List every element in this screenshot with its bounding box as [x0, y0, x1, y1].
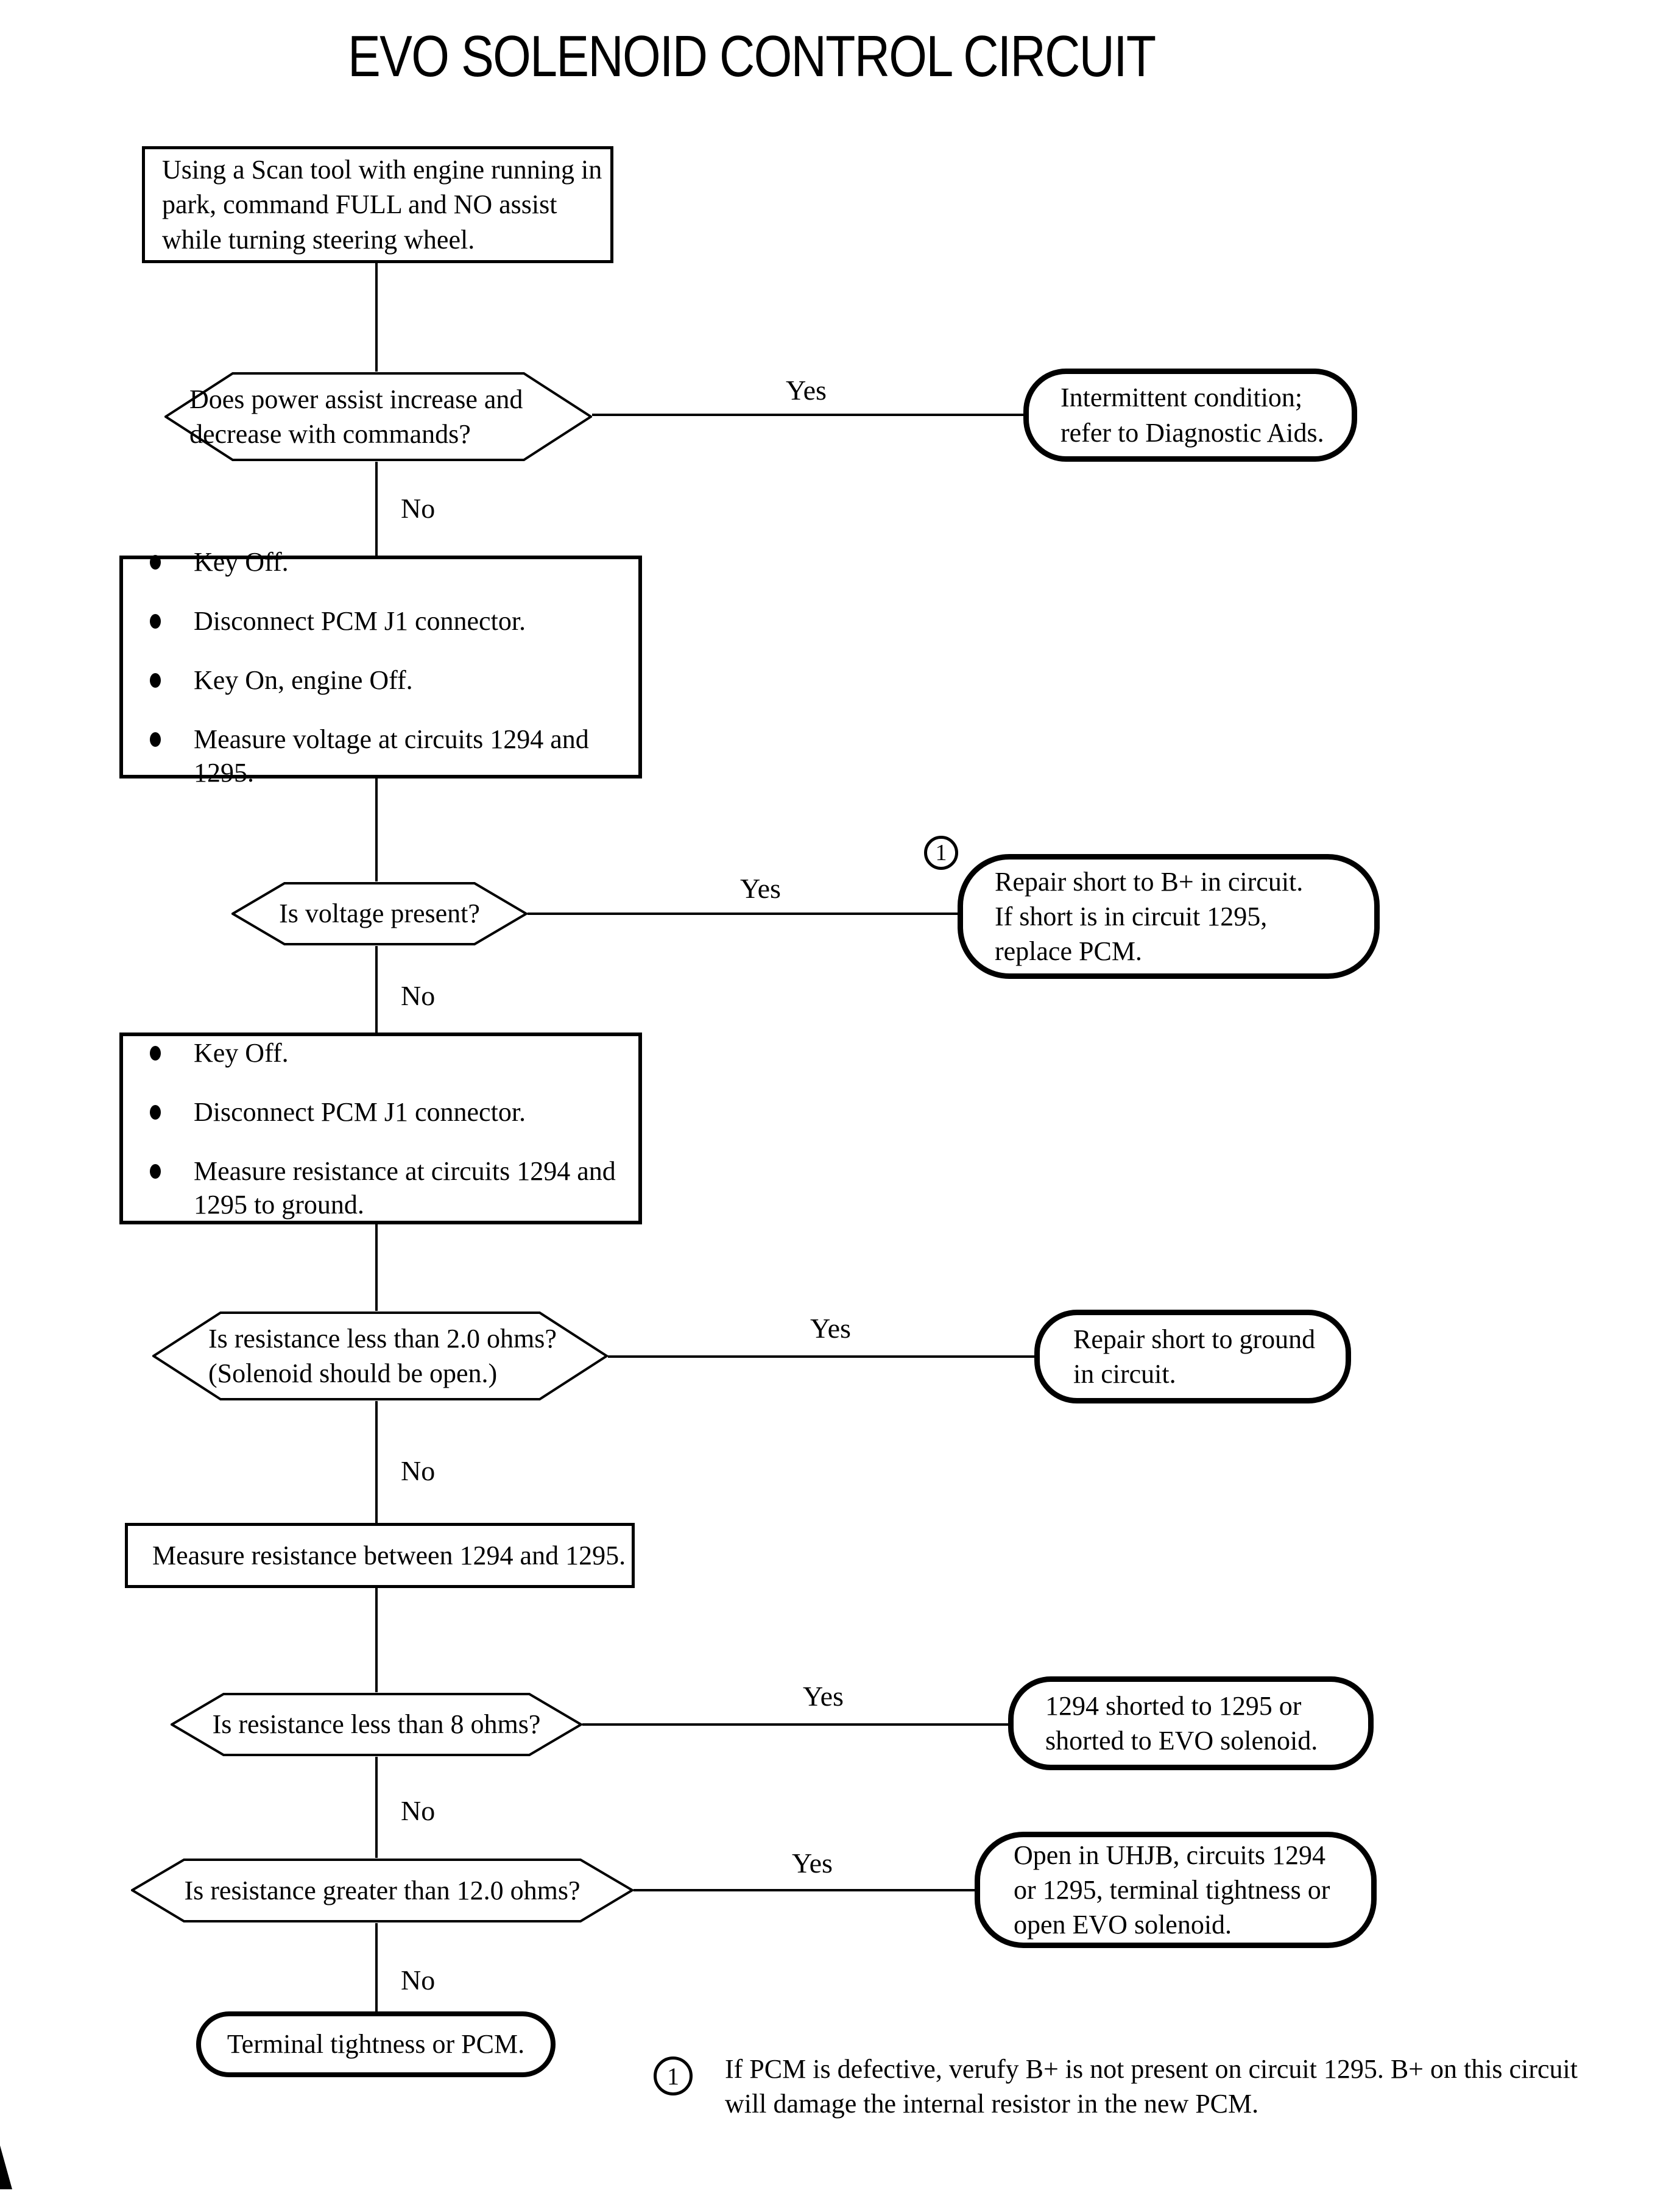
decision-resistance-2-ohms: Is resistance less than 2.0 ohms? (Solen…: [152, 1311, 608, 1401]
connector-line: [592, 414, 1023, 416]
list-item: Key Off.: [150, 545, 626, 579]
bullet-icon: [150, 1045, 161, 1061]
connector-line: [375, 778, 378, 881]
decision-resistance-2-ohms-text: Is resistance less than 2.0 ohms? (Solen…: [208, 1323, 557, 1388]
yes-label: Yes: [786, 375, 827, 406]
no-label: No: [401, 1455, 436, 1486]
connector-line: [375, 1757, 378, 1858]
result-terminal-tightness: Terminal tightness or PCM.: [196, 2011, 556, 2077]
steps-resistance-box: Key Off. Disconnect PCM J1 connector. Me…: [119, 1033, 642, 1224]
list-item: Disconnect PCM J1 connector.: [150, 604, 626, 638]
result-repair-short-ground-text: Repair short to ground in circuit.: [1073, 1324, 1316, 1389]
decision-voltage: Is voltage present?: [231, 881, 528, 946]
yes-label: Yes: [803, 1681, 844, 1712]
step-text: Disconnect PCM J1 connector.: [194, 605, 526, 636]
connector-line: [375, 462, 378, 556]
hexagon-outline: [164, 372, 592, 461]
result-intermittent-text: Intermittent condition; refer to Diagnos…: [1061, 383, 1324, 448]
bullet-icon: [150, 732, 161, 747]
list-item: Key Off.: [150, 1036, 626, 1070]
result-intermittent: Intermittent condition; refer to Diagnos…: [1023, 369, 1357, 462]
connector-line: [375, 1224, 378, 1311]
step-text: Disconnect PCM J1 connector.: [194, 1096, 526, 1127]
step-text: Measure voltage at circuits 1294 and 129…: [194, 724, 589, 788]
list-item: Measure voltage at circuits 1294 and 129…: [150, 722, 626, 789]
connector-line: [608, 1355, 1034, 1358]
result-open-uhjb: Open in UHJB, circuits 1294 or 1295, ter…: [975, 1832, 1377, 1948]
decision-power-assist: Does power assist increase and decrease …: [164, 372, 592, 462]
result-open-uhjb-text: Open in UHJB, circuits 1294 or 1295, ter…: [1014, 1840, 1330, 1940]
list-item: Measure resistance at circuits 1294 and …: [150, 1154, 626, 1221]
list-item: Disconnect PCM J1 connector.: [150, 1095, 626, 1129]
decision-resistance-8-ohms: Is resistance less than 8 ohms?: [171, 1692, 582, 1757]
step-text: Key On, engine Off.: [194, 665, 413, 695]
footnote-text: If PCM is defective, verufy B+ is not pr…: [725, 2054, 1578, 2119]
decision-power-assist-text: Does power assist increase and decrease …: [189, 384, 523, 449]
connector-line: [528, 913, 958, 915]
step-text: Key Off.: [194, 1037, 289, 1068]
ref-1-badge: 1: [924, 836, 958, 870]
no-label: No: [401, 1795, 436, 1826]
result-repair-short-ground: Repair short to ground in circuit.: [1034, 1310, 1351, 1403]
no-label: No: [401, 493, 436, 524]
hexagon-outline: [131, 1859, 634, 1922]
no-label: No: [401, 980, 436, 1011]
yes-label: Yes: [740, 873, 781, 904]
connector-line: [375, 1588, 378, 1692]
connector-line: [634, 1889, 975, 1891]
page-title: EVO SOLENOID CONTROL CIRCUIT: [348, 24, 1156, 89]
hexagon-outline: [152, 1312, 608, 1400]
measure-between-box: Measure resistance between 1294 and 1295…: [125, 1523, 635, 1588]
decision-resistance-12-ohms: Is resistance greater than 12.0 ohms?: [131, 1858, 634, 1923]
connector-line: [582, 1723, 1011, 1726]
result-repair-short-b-plus: Repair short to B+ in circuit. If short …: [958, 854, 1380, 979]
ref-1-badge: 1: [654, 2056, 693, 2095]
step-text: Measure resistance at circuits 1294 and …: [194, 1156, 616, 1220]
no-label: No: [401, 1965, 436, 1996]
start-box: Using a Scan tool with engine running in…: [142, 146, 613, 263]
yes-label: Yes: [810, 1313, 851, 1344]
decision-resistance-8-ohms-text: Is resistance less than 8 ohms?: [212, 1709, 541, 1740]
hexagon-outline: [171, 1693, 582, 1756]
connector-line: [375, 946, 378, 1033]
decision-resistance-12-ohms-text: Is resistance greater than 12.0 ohms?: [184, 1875, 581, 1905]
connector-line: [375, 1923, 378, 2011]
bullet-icon: [150, 1104, 161, 1120]
bullet-icon: [150, 673, 161, 688]
result-1294-shorted: 1294 shorted to 1295 or shorted to EVO s…: [1008, 1676, 1374, 1770]
page-artifact: [0, 2145, 12, 2189]
connector-line: [375, 1401, 378, 1523]
result-1294-shorted-text: 1294 shorted to 1295 or shorted to EVO s…: [1045, 1690, 1318, 1756]
steps-voltage-list: Key Off. Disconnect PCM J1 connector. Ke…: [123, 520, 638, 815]
result-repair-short-b-plus-text: Repair short to B+ in circuit. If short …: [995, 866, 1304, 967]
result-terminal-tightness-text: Terminal tightness or PCM.: [227, 2029, 525, 2060]
start-box-text: Using a Scan tool with engine running in…: [162, 155, 602, 255]
bullet-icon: [150, 554, 161, 570]
bullet-icon: [150, 613, 161, 629]
bullet-icon: [150, 1163, 161, 1179]
step-text: Key Off.: [194, 546, 289, 577]
measure-between-text: Measure resistance between 1294 and 1295…: [152, 1540, 626, 1570]
steps-voltage-box: Key Off. Disconnect PCM J1 connector. Ke…: [119, 547, 642, 788]
yes-label: Yes: [792, 1848, 833, 1879]
hexagon-outline: [231, 882, 528, 945]
decision-voltage-text: Is voltage present?: [279, 898, 480, 929]
steps-resistance-list: Key Off. Disconnect PCM J1 connector. Me…: [123, 1011, 638, 1247]
list-item: Key On, engine Off.: [150, 663, 626, 697]
connector-line: [375, 263, 378, 372]
